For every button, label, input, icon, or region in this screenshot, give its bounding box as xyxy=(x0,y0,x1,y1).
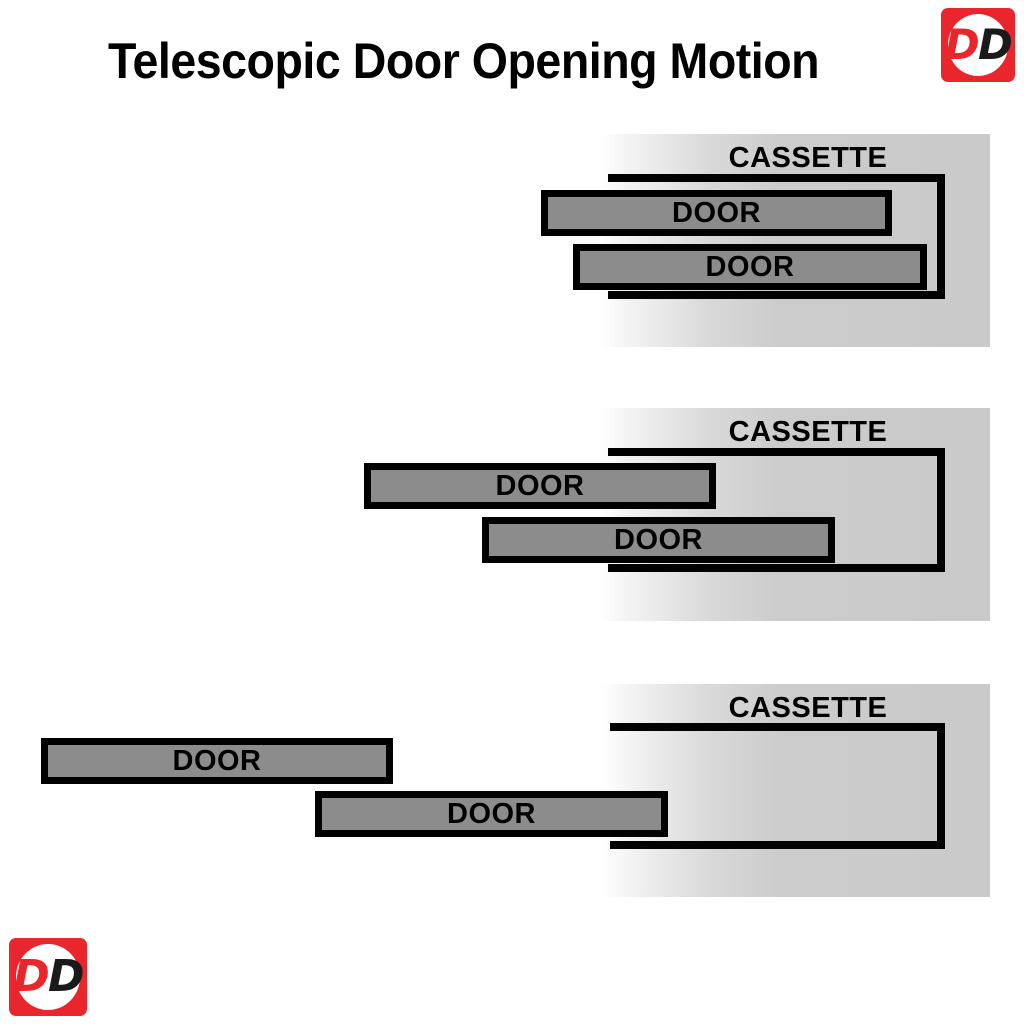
cassette-right-bar xyxy=(937,174,945,299)
cassette-bottom-bar xyxy=(610,841,945,849)
cassette-top-bar xyxy=(608,174,945,182)
door-leaf-lower: DOOR xyxy=(315,791,668,837)
cassette-top-bar xyxy=(610,723,945,731)
door-leaf-upper: DOOR xyxy=(41,738,393,784)
cassette-gradient-band xyxy=(602,684,990,897)
door-leaf-upper: DOOR xyxy=(541,190,892,236)
cassette-gradient-band xyxy=(600,134,990,347)
door-leaf-lower: DOOR xyxy=(482,517,835,563)
logo-oval xyxy=(947,13,1009,77)
logo-letter-first: D xyxy=(944,20,980,69)
cassette-label: CASSETTE xyxy=(728,692,888,724)
cassette-right-bar xyxy=(937,448,945,572)
logo-letter-second: D xyxy=(978,20,1013,69)
page-title: Telescopic Door Opening Motion xyxy=(108,33,820,89)
door-leaf-upper: DOOR xyxy=(364,463,716,509)
logo-oval xyxy=(16,944,80,1010)
cassette-bottom-bar xyxy=(608,291,945,299)
cassette-right-bar xyxy=(937,723,945,849)
cassette-bottom-bar xyxy=(608,564,945,572)
door-leaf-lower: DOOR xyxy=(573,244,927,290)
cassette-label: CASSETTE xyxy=(728,416,888,448)
cassette-top-bar xyxy=(608,448,945,456)
logo-letter-first: D xyxy=(13,951,50,1002)
logo-letter-second: D xyxy=(48,951,85,1002)
cassette-gradient-band xyxy=(600,408,990,621)
cassette-label: CASSETTE xyxy=(728,142,888,174)
